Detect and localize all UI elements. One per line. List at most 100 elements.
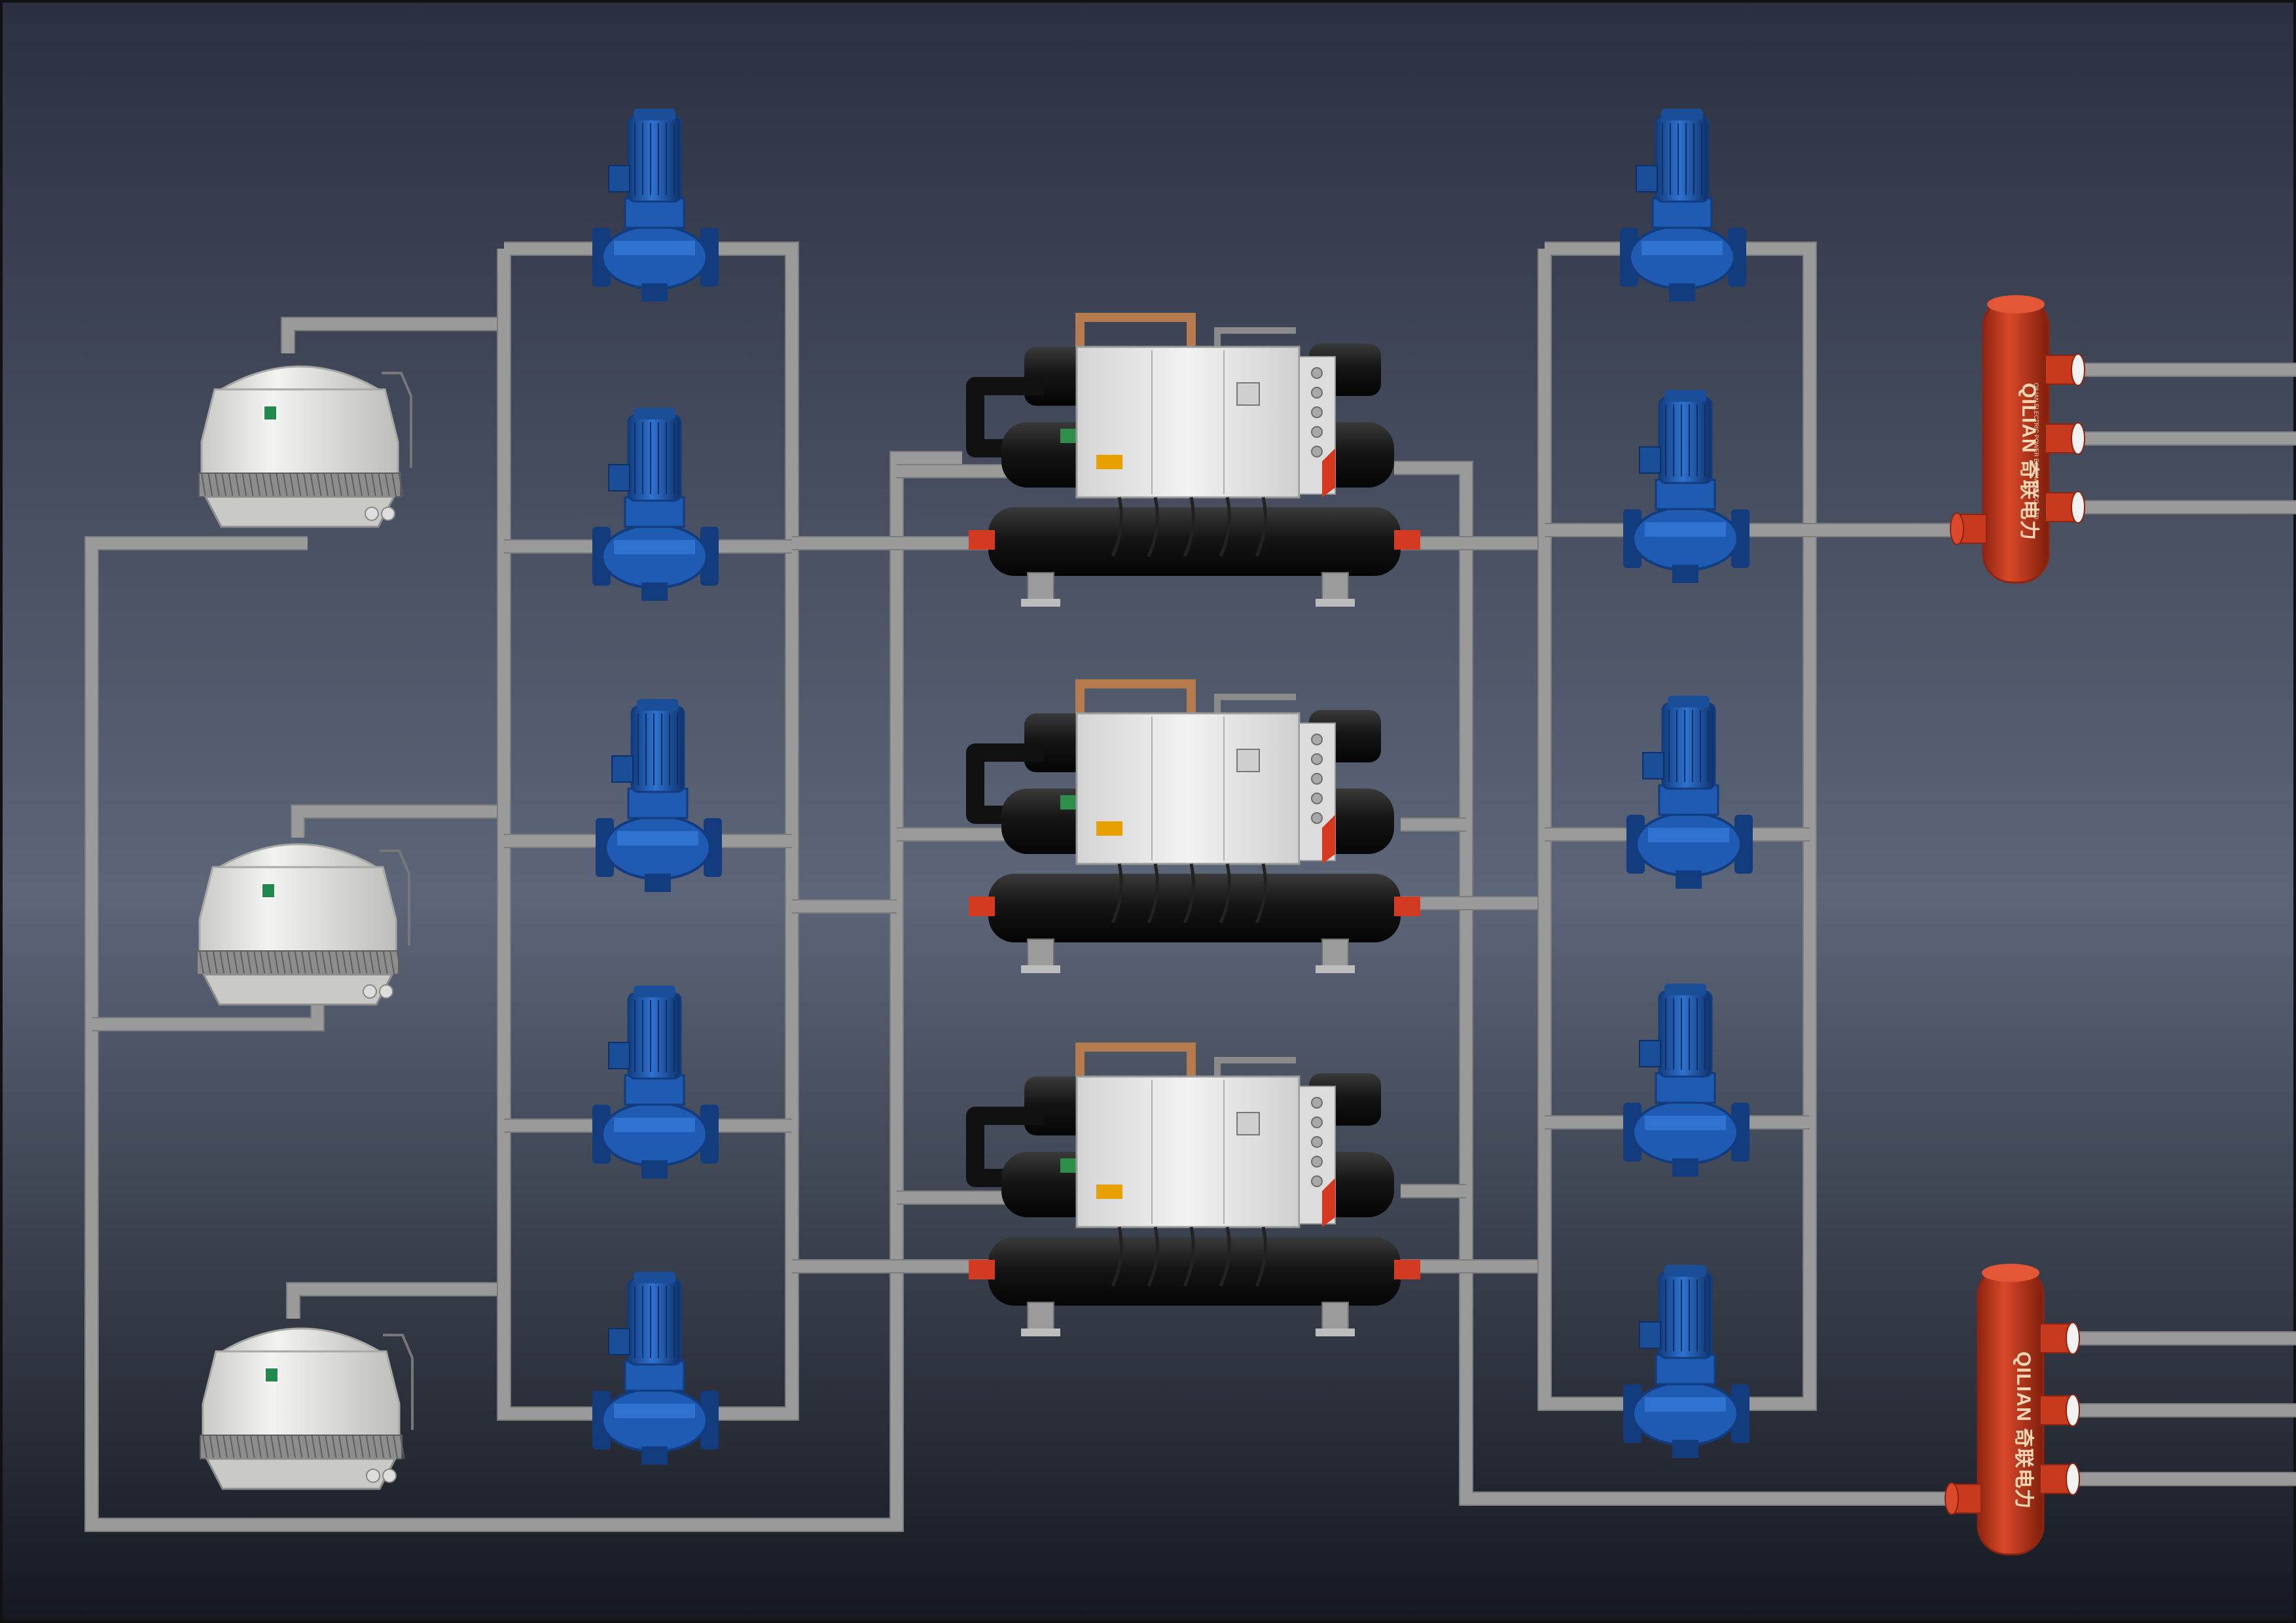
supply-header-brand-text: QILIAN 奇联电力 (2018, 383, 2039, 541)
cooling-tower-1-basin (204, 495, 396, 528)
cooling-tower-1-cap (217, 365, 382, 391)
cooling-tower-3-nameplate (264, 1367, 279, 1383)
screw-chiller-3-cable (1183, 1226, 1195, 1287)
screw-chiller-2-indicator (1311, 793, 1323, 804)
chilled-water-pump-1-outlet-flange (1728, 228, 1746, 287)
cooling-water-pump-4-volute (601, 1101, 708, 1167)
chilled-water-pump-1 (1620, 109, 1746, 302)
cooling-tower-3 (200, 1327, 414, 1490)
chilled-water-pump-3-bracket (1658, 784, 1719, 816)
chilled-water-pump-4-motor (1658, 990, 1713, 1078)
cooling-tower-1 (198, 365, 412, 528)
cooling-water-pump-3-bracket (627, 787, 689, 819)
cooling-tower-3-ladder (383, 1334, 414, 1430)
chilled-water-pump-1-bracket (1651, 197, 1713, 229)
chilled-water-pump-5-volute (1632, 1381, 1739, 1446)
screw-chiller-1-skid-base-right (1316, 599, 1355, 607)
cooling-tower-1-nameplate (263, 405, 278, 421)
chilled-water-pump-5-terminal-box (1639, 1321, 1661, 1349)
cooling-water-pump-1 (592, 109, 719, 302)
cooling-tower-2-ladder (380, 849, 410, 946)
screw-chiller-2-cable (1111, 863, 1123, 924)
screw-chiller-3-evaporator-shell (988, 1237, 1401, 1306)
screw-chiller-3-evap-nozzle-left (969, 1260, 995, 1279)
screw-chiller-1-refrigerant-pipe (1075, 313, 1196, 357)
cooling-water-pump-2 (592, 408, 719, 601)
screw-chiller-1-sight-glass (1060, 429, 1079, 443)
screw-chiller-2-sight-glass (1060, 795, 1079, 810)
return-header: QILIAN 奇联电力 (1945, 1264, 2080, 1556)
screw-chiller-1-indicator (1311, 426, 1323, 438)
screw-chiller-1-skid-base-left (1021, 599, 1060, 607)
screw-chiller-2-evap-nozzle-right (1394, 897, 1420, 916)
cooling-water-pump-2-terminal-box (608, 464, 630, 491)
chilled-water-pump-2-motor (1658, 397, 1713, 484)
chilled-water-pump-2-foot (1672, 565, 1698, 583)
chilled-water-pump-4-volute-band (1645, 1116, 1726, 1130)
screw-chiller-2-indicator (1311, 734, 1323, 745)
screw-chiller-3-display-screen (1236, 1112, 1260, 1135)
return-header-inlet-flange (1945, 1482, 1959, 1515)
cooling-water-pump-4-motor (627, 992, 682, 1080)
cooling-water-pump-5-bracket (624, 1360, 685, 1392)
screw-chiller-1-indicator (1311, 367, 1323, 379)
cooling-tower-1-louver-grille (198, 473, 404, 497)
cooling-water-pump-3-foot (645, 874, 671, 892)
cooling-water-pump-2-foot (641, 582, 668, 601)
screw-chiller-3-evap-nozzle-right (1394, 1260, 1420, 1279)
tower-2-supply-branch (292, 806, 504, 838)
cooling-water-pump-5-volute (601, 1387, 708, 1453)
screw-chiller-1-evap-nozzle-right (1394, 530, 1420, 550)
screw-chiller-2-indicator (1311, 812, 1323, 824)
cooling-tower-3-nozzle (382, 1469, 397, 1483)
cooling-water-pump-1-volute-band (614, 241, 695, 255)
chilled-water-pump-3-fan-cover (1668, 696, 1710, 707)
cooling-water-pump-4-volute-band (614, 1118, 695, 1132)
screw-chiller-2 (966, 679, 1420, 973)
screw-chiller-2-cable (1147, 863, 1159, 924)
screw-chiller-1-evaporator-shell (988, 507, 1401, 576)
tower-1-supply-branch (282, 318, 504, 353)
tower-3-supply-branch (287, 1283, 504, 1319)
cooling-tower-3-nozzle (366, 1469, 380, 1483)
chilled-water-pump-1-foot (1669, 283, 1695, 302)
cooling-water-pump-5-motor (627, 1278, 682, 1366)
cooling-water-pump-4 (592, 986, 719, 1179)
cooling-water-pump-2-volute-band (614, 540, 695, 554)
chilled-water-pump-1-fan-cover (1661, 109, 1703, 120)
screw-chiller-3-cable (1111, 1226, 1123, 1287)
chilled-water-pump-4-outlet-flange (1731, 1103, 1749, 1162)
cooling-water-pump-3-outlet-flange (704, 818, 722, 877)
chilled-water-pump-2-fan-cover (1664, 390, 1706, 402)
chilled-water-pump-group (1620, 109, 1753, 1458)
screw-chiller-1-cable (1255, 497, 1267, 558)
cooling-tower-3-louver-grille (200, 1435, 405, 1459)
pipe-network (84, 241, 2296, 1532)
chilled-water-pump-1-volute (1628, 224, 1736, 290)
screw-chiller-3-cable (1219, 1226, 1231, 1287)
chilled-water-pump-3-terminal-box (1642, 752, 1664, 779)
screw-chiller-3-cable (1147, 1226, 1159, 1287)
supply-header-brand-subtitle: QILIAN ELECTRIC POWER EQUIPMENT CO., LTD… (2033, 383, 2039, 521)
supply-header-outlet-flange (2071, 491, 2085, 524)
chilled-water-pump-5-outlet-flange (1731, 1384, 1749, 1443)
chilled-water-pump-5-bracket (1655, 1353, 1716, 1385)
supply-header-top-cap (1987, 295, 2045, 313)
chilled-water-pump-5-volute-band (1645, 1397, 1726, 1412)
cooling-water-pump-4-fan-cover (634, 986, 675, 997)
chilled-water-pump-4-fan-cover (1664, 984, 1706, 995)
cooling-water-pump-1-foot (641, 283, 668, 302)
cooling-tower-2-shell (198, 866, 397, 954)
chilled-water-pump-3-volute-band (1648, 828, 1729, 842)
screw-chiller-2-indicator (1311, 773, 1323, 785)
cooling-water-pump-3-volute (604, 815, 711, 880)
screw-chiller-2-cable (1219, 863, 1231, 924)
cooling-water-pump-2-bracket (624, 496, 685, 528)
cooling-water-pump-1-terminal-box (608, 165, 630, 192)
cooling-water-pump-group (592, 109, 722, 1465)
chilled-water-pump-4-foot (1672, 1158, 1698, 1177)
screw-chiller-2-indicator (1311, 753, 1323, 765)
